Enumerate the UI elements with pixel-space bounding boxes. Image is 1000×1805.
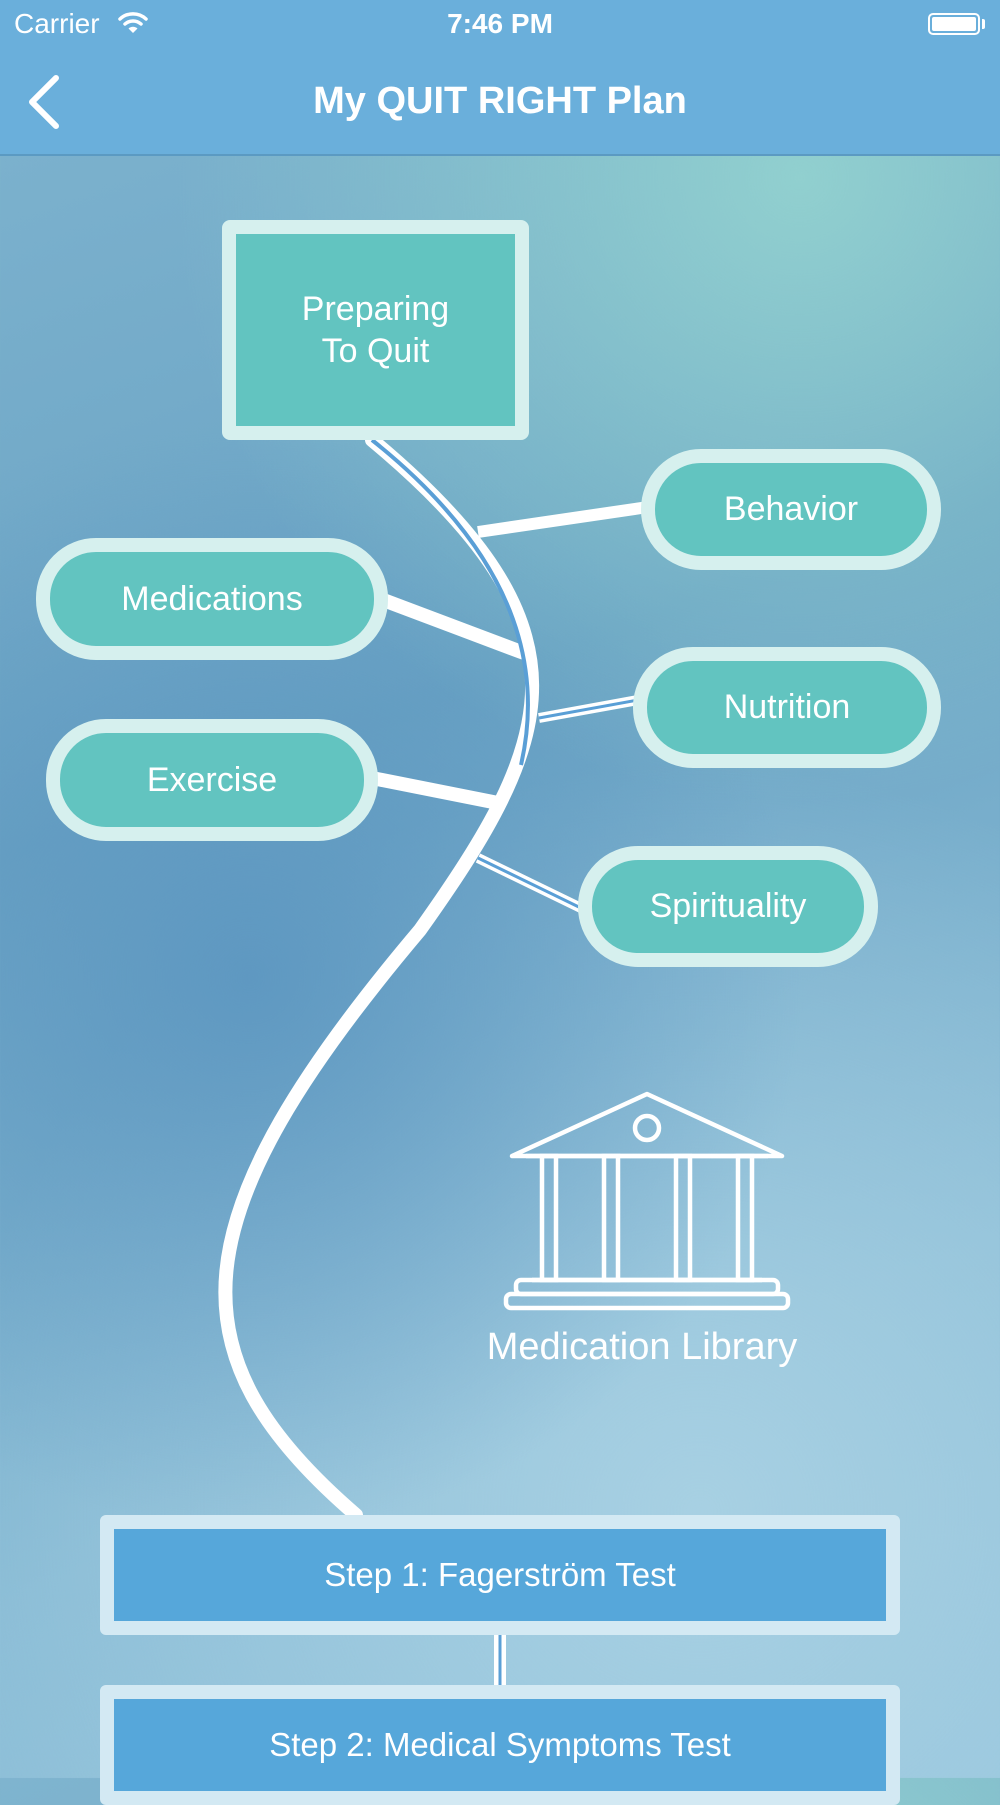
battery-tip: [982, 19, 985, 29]
status-time: 7:46 PM: [447, 8, 553, 39]
exercise-node[interactable]: Exercise: [46, 719, 378, 841]
behavior-node[interactable]: Behavior: [641, 449, 941, 570]
step-2-label: Step 2: Medical Symptoms Test: [269, 1726, 731, 1763]
back-button[interactable]: [18, 68, 78, 134]
medication-library-label: Medication Library: [486, 1326, 798, 1368]
nav-bar: My QUIT RIGHT Plan: [0, 50, 1000, 156]
medications-node[interactable]: Medications: [36, 538, 388, 660]
medication-library-button[interactable]: Medication Library: [450, 1088, 834, 1388]
step-1-label: Step 1: Fagerström Test: [324, 1556, 676, 1593]
wifi-icon: [118, 12, 148, 33]
spirituality-label: Spirituality: [649, 887, 807, 925]
connector-behavior: [477, 501, 649, 538]
medications-label: Medications: [121, 579, 303, 618]
connector-spirituality-inner: [477, 856, 586, 912]
main-path-highlight: [370, 438, 530, 766]
carrier-label: Carrier: [14, 8, 100, 39]
building-columns-icon: [503, 1091, 791, 1311]
battery-icon: [928, 13, 980, 35]
preparing-to-quit-label: Preparing To Quit: [301, 290, 450, 370]
main-path: [218, 433, 540, 1522]
connector-medications: [375, 591, 527, 660]
connector-nutrition-inner: [538, 698, 639, 720]
step-1-button[interactable]: Step 1: Fagerström Test: [100, 1515, 900, 1635]
connector-exercise: [370, 771, 500, 810]
status-bar: Carrier 7:46 PM: [0, 0, 1000, 50]
nutrition-node[interactable]: Nutrition: [633, 647, 941, 768]
page-title: My QUIT RIGHT Plan: [313, 80, 687, 122]
exercise-label: Exercise: [146, 760, 278, 799]
step-2-button[interactable]: Step 2: Medical Symptoms Test: [100, 1685, 900, 1805]
preparing-to-quit-node[interactable]: Preparing To Quit: [222, 220, 529, 440]
chevron-left-icon: [29, 75, 59, 129]
behavior-label: Behavior: [723, 490, 859, 528]
spirituality-node[interactable]: Spirituality: [578, 846, 878, 967]
nutrition-label: Nutrition: [723, 688, 851, 726]
